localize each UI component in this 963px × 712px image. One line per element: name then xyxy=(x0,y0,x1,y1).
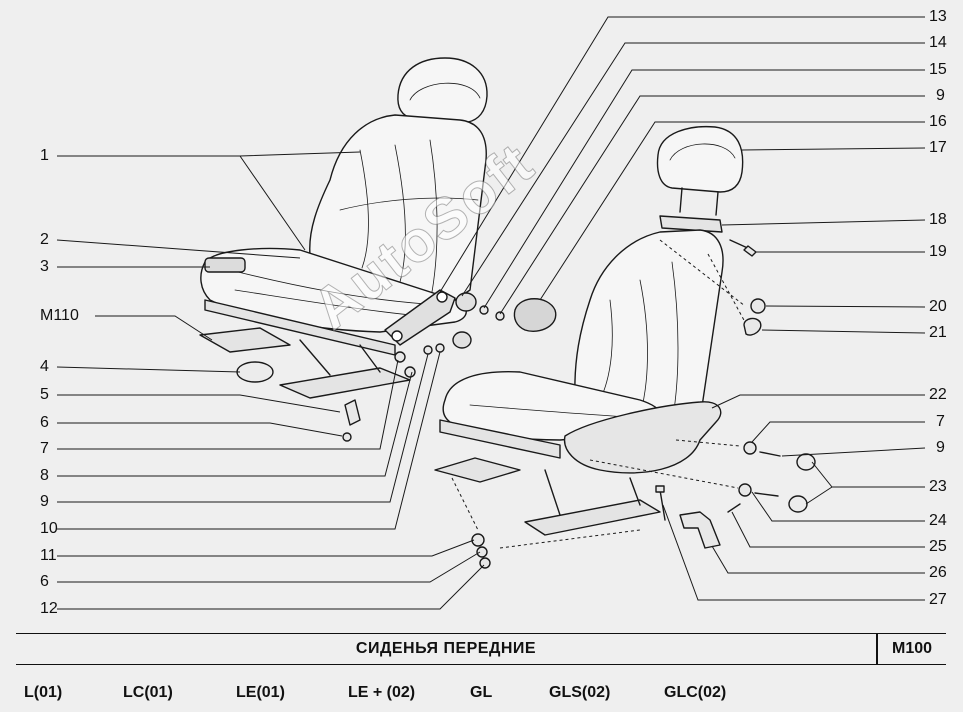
callout-label: 1 xyxy=(40,147,49,164)
callout-label: 3 xyxy=(40,258,49,275)
callout-label: 22 xyxy=(929,386,947,403)
right-backrest xyxy=(574,229,724,429)
variant-label: LC(01) xyxy=(123,684,173,701)
headrest-guide xyxy=(659,215,723,233)
right-rail-upper xyxy=(434,457,521,483)
right-seat xyxy=(434,125,816,569)
callout-label: 9 xyxy=(936,439,945,456)
recliner-knob xyxy=(513,298,557,332)
variant-label: L(01) xyxy=(24,684,63,701)
callout-label: 20 xyxy=(929,298,947,315)
callout-label: 26 xyxy=(929,564,947,581)
callout-label: 23 xyxy=(929,478,947,495)
callout-label: M110 xyxy=(40,307,79,324)
callout-label: 4 xyxy=(40,358,49,375)
catalog-code: M100 xyxy=(891,640,933,657)
variant-label: GLC(02) xyxy=(664,684,727,701)
callout-label: 24 xyxy=(929,512,947,529)
left-cushion xyxy=(200,247,467,333)
callout-label: 7 xyxy=(936,413,945,430)
callout-label: 14 xyxy=(929,34,947,51)
callout-label: 7 xyxy=(40,440,49,457)
callout-label: 6 xyxy=(40,414,49,431)
callout-label: 10 xyxy=(40,520,58,537)
right-headrest xyxy=(656,125,744,193)
left-backrest xyxy=(309,114,487,301)
variant-label: LE + (02) xyxy=(348,684,416,701)
callout-label: 8 xyxy=(40,467,49,484)
callout-label: 12 xyxy=(40,600,58,617)
callout-label: 27 xyxy=(929,591,947,608)
callout-label: 13 xyxy=(929,8,947,25)
callout-label: 21 xyxy=(929,324,947,341)
title-block: СИДЕНЬЯ ПЕРЕДНИЕ M100 xyxy=(16,633,946,665)
callout-label: 16 xyxy=(929,113,947,130)
callout-label: 9 xyxy=(936,87,945,104)
variant-label: GL xyxy=(470,684,493,701)
left-side-lever xyxy=(204,257,246,273)
right-rail-lower xyxy=(524,499,661,536)
callout-label: 25 xyxy=(929,538,947,555)
callout-label: 9 xyxy=(40,493,49,510)
callout-label: 5 xyxy=(40,386,49,403)
callout-label: 19 xyxy=(929,243,947,260)
callout-label: 6 xyxy=(40,573,49,590)
trim-variants: L(01) LC(01) LE(01) LE + (02) GL GLS(02)… xyxy=(0,680,963,706)
variant-label: LE(01) xyxy=(236,684,285,701)
callout-label: 17 xyxy=(929,139,947,156)
page-title: СИДЕНЬЯ ПЕРЕДНИЕ xyxy=(355,640,537,657)
callout-label: 18 xyxy=(929,211,947,228)
side-trim xyxy=(563,401,722,474)
left-seat xyxy=(199,57,557,442)
left-clip-4 xyxy=(236,361,274,383)
title-divider xyxy=(876,634,878,664)
bracket-26 xyxy=(679,511,721,549)
callout-label: 15 xyxy=(929,61,947,78)
left-recliner-bracket xyxy=(384,289,456,346)
cap-23-top xyxy=(796,453,816,471)
variant-label: GLS(02) xyxy=(549,684,611,701)
callout-label: 2 xyxy=(40,231,49,248)
cap-23-bottom xyxy=(788,495,808,513)
callout-label: 11 xyxy=(40,547,57,564)
